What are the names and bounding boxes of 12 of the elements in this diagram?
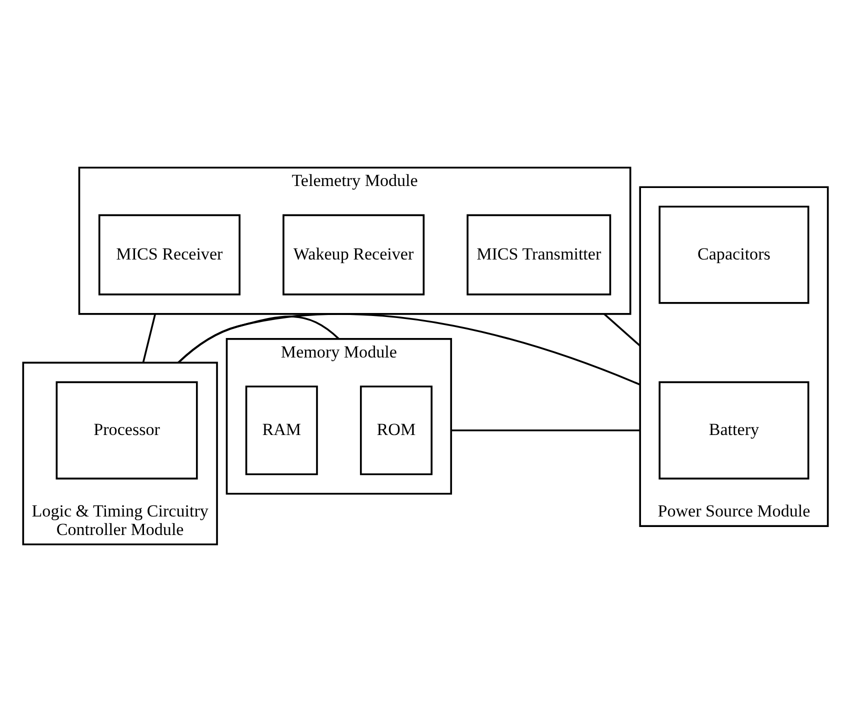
node-box: RAM [245,385,318,475]
node-box: Processor [56,380,198,479]
node-box: Capacitors [658,205,810,304]
node-box: Wakeup Receiver [282,214,425,295]
connector [451,428,640,431]
connector [142,313,156,362]
node-box: MICS Receiver [98,214,240,295]
connector [604,312,641,346]
node-box: ROM [360,385,433,475]
node-box: Battery [658,380,810,479]
connector [178,312,640,386]
node-box: MICS Transmitter [466,214,612,295]
